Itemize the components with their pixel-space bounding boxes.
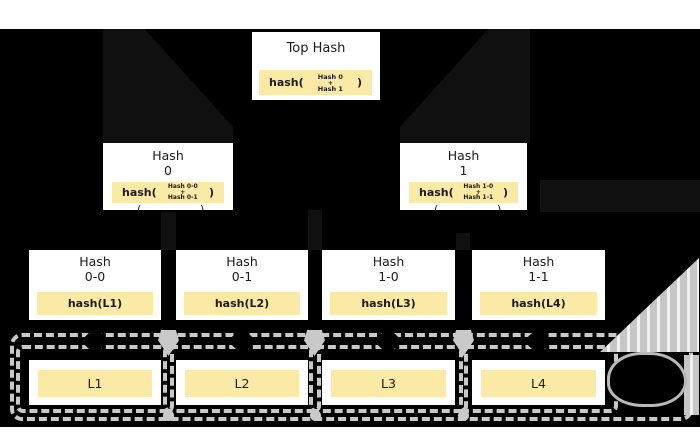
data-block-label: L1 [38, 370, 152, 397]
hash-0-1-node: Hash 0-1 hash(L2) [176, 250, 308, 320]
data-block-label: L2 [185, 370, 299, 397]
formula-args: Hash 1-0 + Hash 1-1 [463, 183, 494, 202]
label-blob [607, 352, 687, 407]
data-block-label: L3 [331, 370, 446, 397]
hash-formula-chip: hash(L2) [184, 292, 300, 315]
formula-open: hash( [122, 186, 157, 199]
formula-open: hash( [269, 76, 304, 89]
hash-formula-chip: hash( Hash 0 + Hash 1 ) [259, 70, 372, 95]
hash-1-0-node: Hash 1-0 hash(L3) [322, 250, 455, 320]
data-block-label: L4 [481, 370, 596, 397]
formula-close: ) [502, 186, 508, 199]
node-title: Top Hash [286, 41, 346, 56]
dash-gap-dot-2 [310, 410, 321, 421]
data-block-l4: L4 [472, 360, 605, 405]
faint-gap-strip-2 [308, 210, 322, 250]
faint-gap-strip-1 [161, 212, 176, 250]
faint-patch-left [103, 29, 233, 143]
hash-0-0-node: Hash 0-0 hash(L1) [29, 250, 161, 320]
faint-patch-right [400, 29, 530, 143]
formula-args: Hash 0 + Hash 1 [317, 72, 343, 93]
hash-1-node: Hash 1 hash( Hash 1-0 + Hash 1-1 ) ( ) [400, 143, 527, 210]
node-title: Hash 1 [447, 148, 480, 178]
node-title: Hash 0-0 [79, 254, 111, 284]
formula-open: hash( [419, 186, 454, 199]
faint-gap-strip-3 [456, 233, 470, 250]
top-hash-node: Top Hash hash( Hash 0 + Hash 1 ) [252, 32, 380, 100]
hash-formula-chip: hash( Hash 0-0 + Hash 0-1 ) [112, 182, 224, 203]
node-title: Hash 0 [152, 148, 184, 178]
formula-args: Hash 0-0 + Hash 0-1 [167, 183, 198, 202]
data-block-l2: L2 [176, 360, 308, 405]
formula-close: ) [356, 76, 362, 89]
hash-0-node: Hash 0 hash( Hash 0-0 + Hash 0-1 ) ( ) [103, 143, 233, 210]
node-title: Hash 0-1 [226, 254, 258, 284]
hash-formula-chip: hash(L4) [480, 292, 597, 315]
clipped-parens: ( ) [137, 203, 205, 210]
data-block-l3: L3 [322, 360, 455, 405]
hash-formula-chip: hash(L3) [330, 292, 447, 315]
hash-formula-chip: hash(L1) [37, 292, 153, 315]
node-title: Hash 1-0 [372, 254, 405, 284]
dash-gap-dot-1 [163, 410, 174, 421]
hash-formula-chip: hash( Hash 1-0 + Hash 1-1 ) [409, 182, 518, 203]
data-block-l1: L1 [29, 360, 161, 405]
diagram-canvas: Top Hash hash( Hash 0 + Hash 1 ) Hash 0 … [0, 29, 700, 427]
clipped-parens: ( ) [434, 203, 502, 210]
faint-patch-far-right [540, 180, 700, 212]
stripe-block [684, 355, 699, 415]
formula-close: ) [208, 186, 214, 199]
dash-gap-dot-3 [458, 410, 469, 421]
hash-1-1-node: Hash 1-1 hash(L4) [472, 250, 605, 320]
node-title: Hash 1-1 [522, 254, 555, 284]
